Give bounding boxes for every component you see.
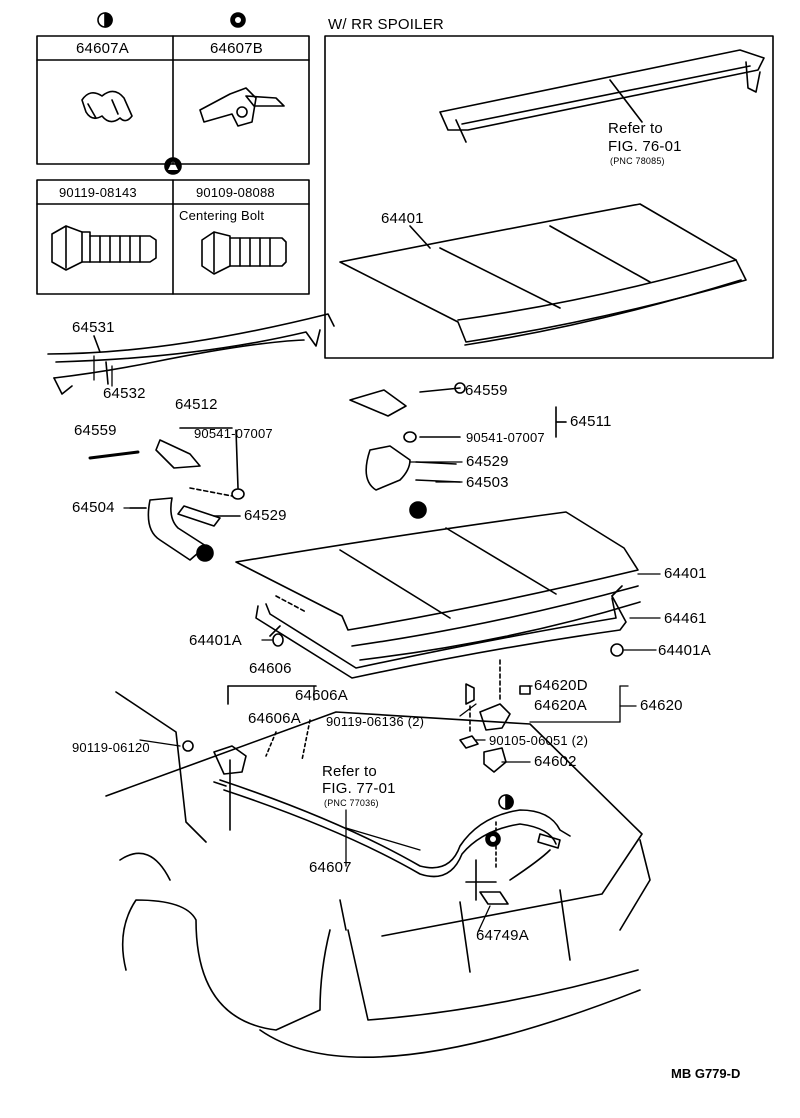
cable-refer-2: FIG. 77-01	[322, 780, 396, 797]
part-64606: 64606	[249, 660, 292, 677]
part-64512: 64512	[175, 396, 218, 413]
spoiler-refer-2: FIG. 76-01	[608, 138, 682, 155]
part-64607: 64607	[309, 859, 352, 876]
part-90541-left: 90541-07007	[194, 426, 273, 441]
part-64529-right: 64529	[466, 453, 509, 470]
part-64511: 64511	[570, 413, 612, 430]
part-90119-06120: 90119-06120	[72, 740, 150, 755]
half-circle-icon	[97, 12, 113, 28]
part-64461: 64461	[664, 610, 707, 627]
cable-refer-3: (PNC 77036)	[324, 798, 379, 808]
diagram-code: MB G779-D	[671, 1066, 741, 1081]
part-64529-left: 64529	[244, 507, 287, 524]
part-90541-right: 90541-07007	[466, 430, 545, 445]
legend-box-clamps	[36, 35, 310, 165]
rod-cables	[47, 313, 335, 395]
lock-assembly	[459, 659, 531, 773]
part-64749A: 64749A	[476, 927, 529, 944]
part-64532: 64532	[103, 385, 146, 402]
part-64531: 64531	[72, 319, 115, 336]
part-64620A: 64620A	[534, 697, 587, 714]
part-90119-06136: 90119-06136 (2)	[326, 714, 425, 729]
gear-icon	[485, 831, 501, 847]
part-64503: 64503	[466, 474, 509, 491]
hinge-right	[349, 382, 567, 519]
part-64559-right: 64559	[465, 382, 508, 399]
part-64401A-left: 64401A	[189, 632, 242, 649]
legend-label-64607B: 64607B	[210, 40, 263, 57]
hinge-left	[88, 427, 245, 562]
triangle-circle-icon	[164, 157, 182, 175]
legend-label-64607A: 64607A	[76, 40, 129, 57]
spoiler-refer-1: Refer to	[608, 120, 663, 137]
legend-label-90109: 90109-08088	[196, 185, 275, 200]
part-64602: 64602	[534, 753, 577, 770]
part-64620: 64620	[640, 697, 683, 714]
gear-icon	[230, 12, 246, 28]
trunk-lid	[235, 511, 641, 661]
spoiler-refer-3: (PNC 78085)	[610, 156, 665, 166]
part-64504: 64504	[72, 499, 115, 516]
part-64401A-right: 64401A	[658, 642, 711, 659]
cable-refer-1: Refer to	[322, 763, 377, 780]
part-64606A-b: 64606A	[248, 710, 301, 727]
spoiler-title: W/ RR SPOILER	[328, 16, 444, 33]
legend-box-bolts	[36, 179, 310, 295]
legend-label-90119: 90119-08143	[59, 185, 137, 200]
leader-lines	[93, 355, 661, 933]
half-circle-icon	[498, 794, 514, 810]
weatherstrip	[255, 585, 627, 679]
spoiler-lid-label: 64401	[381, 210, 424, 227]
part-64401: 64401	[664, 565, 707, 582]
release-cable	[213, 779, 571, 881]
part-64559-left: 64559	[74, 422, 117, 439]
part-64606A-a: 64606A	[295, 687, 348, 704]
part-90105: 90105-06051 (2)	[489, 733, 589, 748]
car-rear-body	[105, 691, 651, 1059]
striker-bracket	[182, 685, 317, 775]
part-64620D: 64620D	[534, 677, 588, 694]
spoiler-box	[324, 35, 774, 359]
centering-bolt-label: Centering Bolt	[179, 208, 265, 223]
